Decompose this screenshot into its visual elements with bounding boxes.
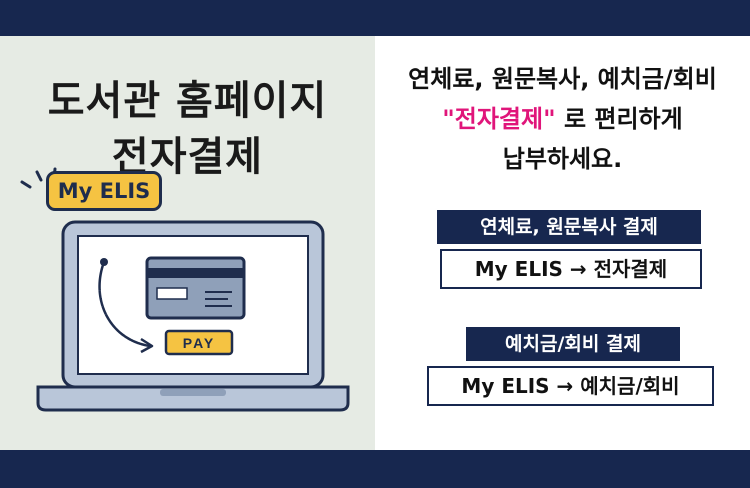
- credit-card-icon: [145, 256, 246, 320]
- section-path-overdue: My ELIS → 전자결제: [440, 249, 702, 289]
- message-line-1: 연체료, 원문복사, 예치금/회비: [408, 65, 717, 93]
- title-line-1: 도서관 홈페이지: [47, 78, 328, 124]
- laptop-base: [36, 385, 350, 412]
- message-line-3: 납부하세요.: [502, 145, 623, 173]
- section-label-deposit: 예치금/회비 결제: [466, 327, 680, 361]
- message-line-2-rest: 로 편리하게: [563, 105, 683, 133]
- electronic-payment-highlight: "전자결제": [442, 105, 556, 133]
- my-elis-badge: My ELIS: [46, 171, 162, 211]
- section-path-deposit: My ELIS → 예치금/회비: [427, 366, 714, 406]
- laptop-payment-illustration: PAY: [20, 167, 350, 412]
- section-label-overdue: 연체료, 원문복사 결제: [437, 210, 701, 244]
- pay-label: PAY: [183, 335, 215, 351]
- top-banner-bar: [0, 0, 750, 36]
- curved-arrow-icon: [98, 258, 154, 354]
- laptop-trackpad: [160, 389, 226, 396]
- pay-button-shape: [164, 329, 234, 356]
- bottom-banner-bar: [0, 450, 750, 488]
- message-line-2: "전자결제" 로 편리하게: [375, 99, 750, 139]
